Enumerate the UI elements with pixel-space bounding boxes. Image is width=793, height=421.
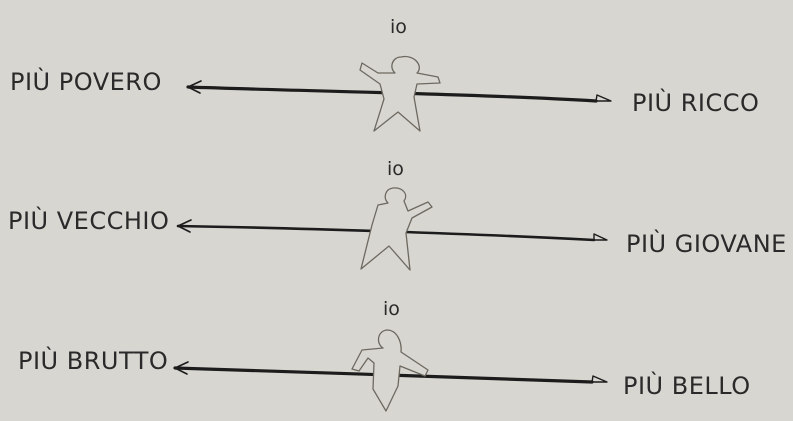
self-label-row-2: io — [387, 160, 404, 179]
arrowhead-right-icon — [594, 234, 607, 240]
arrowhead-right-icon — [596, 95, 611, 101]
left-label-row-3: PIÙ BRUTTO — [18, 349, 168, 373]
left-label-row-2: PIÙ VECCHIO — [8, 209, 169, 233]
right-label-row-3: PIÙ BELLO — [623, 374, 751, 398]
self-label-row-3: io — [383, 300, 400, 319]
left-label-row-1: PIÙ POVERO — [10, 70, 162, 94]
right-label-row-2: PIÙ GIOVANE — [626, 232, 787, 256]
right-label-row-1: PIÙ RICCO — [632, 91, 759, 115]
self-label-row-1: io — [390, 18, 407, 37]
arrowhead-right-icon — [592, 376, 607, 382]
stick-figure-icon — [361, 188, 432, 270]
stick-figure-icon — [352, 330, 428, 411]
